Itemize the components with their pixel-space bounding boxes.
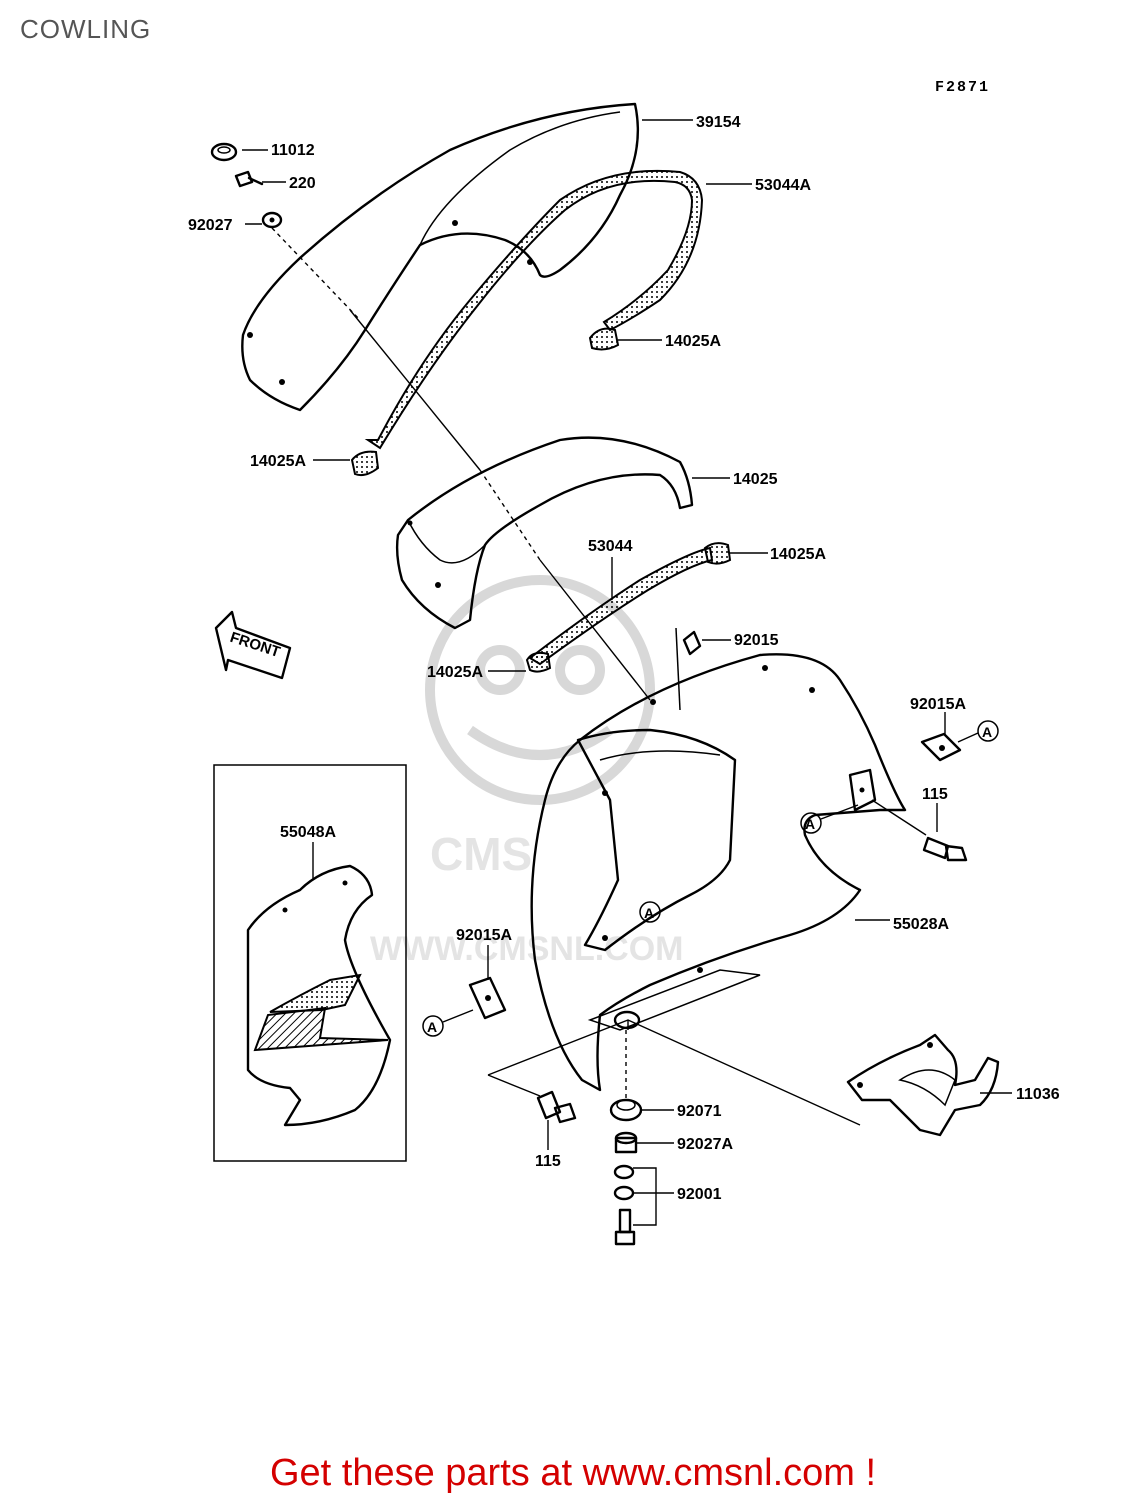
seal-strip-53044 xyxy=(525,542,732,673)
footer-promo-link[interactable]: Get these parts at www.cmsnl.com ! xyxy=(269,1452,877,1494)
front-arrow-label: FRONT xyxy=(228,629,282,661)
label-220: 220 xyxy=(289,175,316,192)
seal-strip-53044A xyxy=(364,169,704,450)
svg-text:A: A xyxy=(805,816,815,832)
windshield-39154 xyxy=(241,102,640,412)
label-53044A: 53044A xyxy=(755,177,811,194)
front-arrow-marker: FRONT xyxy=(214,610,292,680)
label-14025: 14025 xyxy=(733,471,778,488)
label-92071: 92071 xyxy=(677,1103,722,1120)
seal-cap-left xyxy=(350,450,380,477)
damper-92071 xyxy=(609,1098,643,1122)
page-title: COWLING xyxy=(20,14,152,44)
ref-circle-a-left: A xyxy=(422,1015,444,1037)
seal-cap-top xyxy=(588,327,620,351)
upper-cowl-14025 xyxy=(395,436,694,630)
label-55028A: 55028A xyxy=(893,916,949,933)
label-92015A-right: 92015A xyxy=(910,696,966,713)
label-14025A-low: 14025A xyxy=(427,664,483,681)
label-92015: 92015 xyxy=(734,632,779,649)
watermark-logo: CMS WWW.CMSNL.COM xyxy=(370,575,684,968)
svg-text:A: A xyxy=(427,1019,437,1035)
label-92001: 92001 xyxy=(677,1186,722,1203)
label-115-right: 115 xyxy=(922,786,948,803)
clip-92015 xyxy=(675,627,702,711)
side-panel-55048A xyxy=(246,864,392,1127)
washers-92001 xyxy=(613,1164,635,1201)
clip-nut-92015A-left xyxy=(468,976,507,1020)
screw-220 xyxy=(234,170,264,188)
svg-text:A: A xyxy=(982,724,992,740)
label-11036: 11036 xyxy=(1016,1086,1060,1103)
label-14025A-mid: 14025A xyxy=(770,546,826,563)
bolt-115-bottom xyxy=(536,1090,577,1124)
clip-nut-92015A-right xyxy=(920,732,962,762)
label-14025A-top: 14025A xyxy=(665,333,721,350)
bolt-bottom xyxy=(614,1208,636,1246)
ref-circle-a-inner: A xyxy=(639,901,661,923)
label-92015A-left: 92015A xyxy=(456,927,512,944)
bolt-115-right xyxy=(871,799,968,862)
collar-92027A xyxy=(614,1131,638,1154)
watermark-brand: CMS xyxy=(430,828,532,880)
label-55048A: 55048A xyxy=(280,824,336,841)
figure-code: F2871 xyxy=(935,79,990,96)
watermark-url: WWW.CMSNL.COM xyxy=(370,930,684,968)
svg-text:A: A xyxy=(644,905,654,921)
ref-circle-a-mid: A xyxy=(800,812,822,834)
inset-frame xyxy=(213,764,407,1162)
grommet-11012 xyxy=(210,142,238,162)
main-cowling-55028A xyxy=(530,653,907,1092)
label-53044: 53044 xyxy=(588,538,633,555)
label-92027: 92027 xyxy=(188,217,233,234)
label-11012: 11012 xyxy=(271,142,315,159)
label-39154: 39154 xyxy=(696,114,741,131)
label-14025A-left: 14025A xyxy=(250,453,306,470)
ref-circle-a-right: A xyxy=(977,720,999,742)
label-92027A: 92027A xyxy=(677,1136,733,1153)
washer-92027 xyxy=(261,211,283,229)
label-115-bottom: 115 xyxy=(535,1153,561,1170)
bracket-11036 xyxy=(846,1033,1000,1137)
